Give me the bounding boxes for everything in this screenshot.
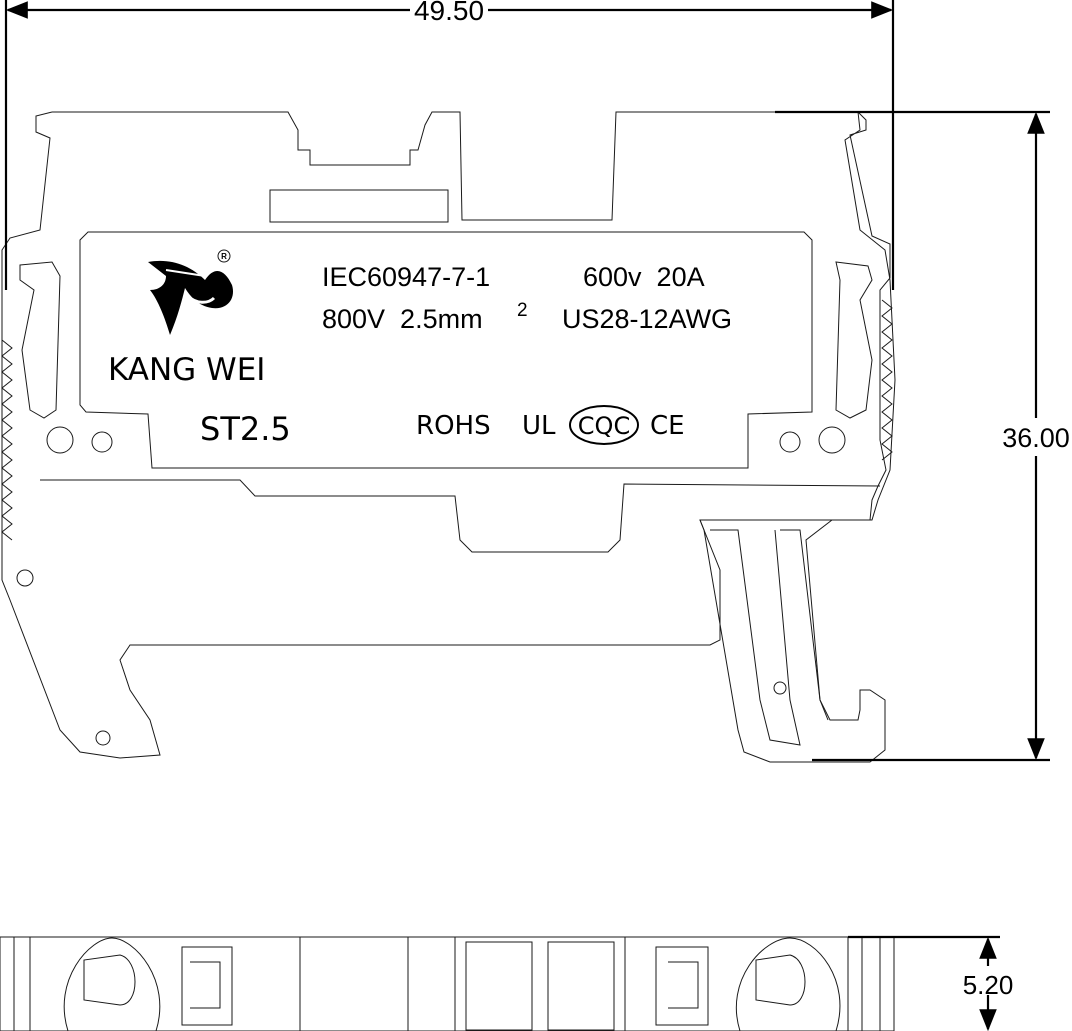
- standard-text: IEC60947-7-1: [322, 262, 490, 292]
- right-clip: [835, 261, 873, 419]
- right-foot-inner: [780, 529, 829, 721]
- side-view-outline: [0, 936, 849, 1031]
- height-dimension: 36.00: [775, 110, 1070, 762]
- left-foot-hole: [95, 730, 111, 746]
- left-clip: [19, 261, 61, 419]
- cqc-oval-icon: [569, 405, 639, 445]
- width-value: 49.50: [414, 0, 484, 26]
- left-hole-large: [46, 426, 74, 454]
- awg-range-text: US28-12AWG: [562, 304, 732, 334]
- brand-logo-icon: [148, 260, 234, 335]
- body-outline: [52, 111, 896, 763]
- label-plate: R KANG WEI ST2.5 IEC60947-7-1 600v 20A 8…: [79, 231, 813, 469]
- side-left-block-inner: [190, 961, 221, 1009]
- left-body-outline: [1, 111, 721, 759]
- lower-recess: [40, 479, 881, 553]
- side-right-block: [655, 946, 709, 1026]
- side-view: [0, 936, 895, 1031]
- right-foot-channel: [710, 529, 801, 746]
- width-dimension: 49.50: [4, 0, 895, 290]
- model-number: ST2.5: [200, 410, 291, 448]
- thickness-dimension: 5.20: [848, 935, 1014, 1031]
- front-view: [1, 111, 896, 763]
- voltage-section-text: 800V 2.5mm: [322, 304, 483, 334]
- height-value: 36.00: [1002, 423, 1070, 453]
- side-mid-block-2: [547, 941, 615, 1031]
- side-left-block: [181, 946, 233, 1026]
- thickness-value: 5.20: [963, 970, 1014, 1000]
- rohs-mark: ROHS: [416, 411, 491, 441]
- side-right-arch: [735, 937, 841, 1031]
- left-hole-small: [91, 431, 113, 453]
- right-foot-hole: [773, 681, 787, 695]
- ul-mark: UL: [522, 411, 556, 441]
- side-right-block-inner: [668, 961, 699, 1009]
- left-serrations: [1, 339, 13, 541]
- right-hole-small: [779, 431, 801, 453]
- cqc-mark: CQC: [578, 412, 630, 440]
- side-mid-block-1: [465, 941, 533, 1031]
- label-plate-outline: [79, 231, 813, 469]
- upper-slot: [269, 189, 449, 223]
- superscript-two: 2: [517, 300, 528, 321]
- rating-text: 600v 20A: [583, 262, 705, 292]
- brand-name: KANG WEI: [108, 352, 265, 388]
- side-left-loop: [83, 954, 136, 1006]
- registered-mark-icon: [217, 249, 231, 263]
- side-left-arch: [63, 937, 161, 1031]
- ce-mark: CE: [650, 411, 685, 441]
- right-serrations: [881, 299, 893, 461]
- left-notch: [16, 569, 34, 587]
- side-right-loop: [755, 954, 806, 1006]
- right-hole-large: [818, 426, 846, 454]
- side-end-cap: [847, 936, 895, 1031]
- registered-mark-letter: R: [221, 252, 227, 261]
